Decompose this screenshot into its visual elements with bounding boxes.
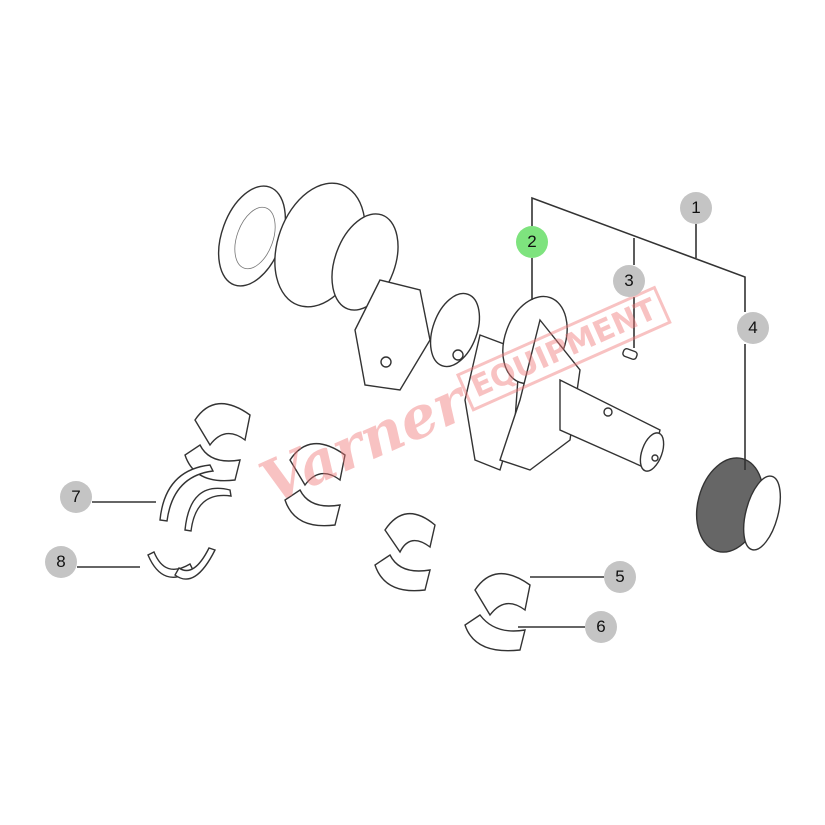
key-drawing[interactable] xyxy=(622,347,638,361)
callout-2[interactable]: 2 xyxy=(516,226,548,258)
leader-lines xyxy=(77,196,746,628)
crankshaft-drawing[interactable] xyxy=(206,170,668,474)
callout-4[interactable]: 4 xyxy=(737,312,769,344)
callout-6[interactable]: 6 xyxy=(585,611,617,643)
callout-8[interactable]: 8 xyxy=(45,546,77,578)
bearing-shells[interactable] xyxy=(184,402,531,652)
thrust-washers[interactable] xyxy=(147,464,232,580)
callout-5[interactable]: 5 xyxy=(604,561,636,593)
callout-3[interactable]: 3 xyxy=(613,265,645,297)
callout-7[interactable]: 7 xyxy=(60,481,92,513)
gear-drawing[interactable] xyxy=(687,450,788,559)
callout-1[interactable]: 1 xyxy=(680,192,712,224)
